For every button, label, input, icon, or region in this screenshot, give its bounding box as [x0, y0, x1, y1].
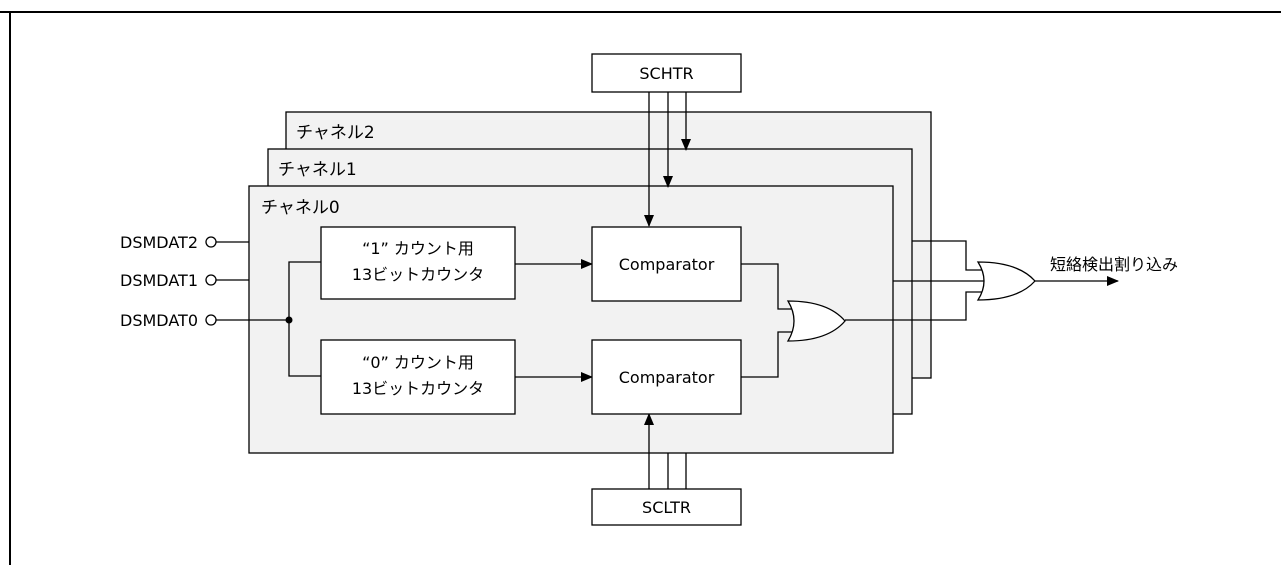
scltr-bus — [644, 413, 687, 489]
comparator-high-label: Comparator — [619, 255, 715, 274]
input-dsmdat0-label: DSMDAT0 — [120, 311, 198, 330]
channel-0-label: チャネル0 — [261, 198, 340, 218]
channel-output-wiring — [845, 240, 990, 321]
counter-0-line1: “0” カウント用 — [362, 353, 474, 372]
input-dsmdat2-label: DSMDAT2 — [120, 233, 198, 252]
counter-1-line1: “1” カウント用 — [362, 239, 474, 258]
counter-1-line2: 13ビットカウンタ — [352, 265, 484, 284]
input-dsmdat2-terminal — [205, 236, 217, 248]
channel-or-gate — [786, 300, 846, 342]
scltr-label: SCLTR — [642, 498, 691, 517]
counter-1-box: “1” カウント用 13ビットカウンタ — [320, 226, 516, 300]
schtr-label: SCHTR — [639, 64, 693, 83]
counter-0-line2: 13ビットカウンタ — [352, 379, 484, 398]
comparator-high: Comparator — [591, 226, 742, 302]
output-or-gate — [976, 261, 1036, 301]
input-dsmdat0: DSMDAT0 — [120, 311, 217, 330]
channel-1-label: チャネル1 — [278, 160, 357, 180]
input-dsmdat1-terminal — [205, 274, 217, 286]
output-label: 短絡検出割り込み — [1050, 255, 1178, 274]
input-dsmdat1: DSMDAT1 — [120, 271, 249, 290]
junction-dot — [285, 316, 293, 324]
input-dsmdat2: DSMDAT2 — [120, 233, 249, 252]
schtr-bus — [644, 92, 691, 227]
comparator-low: Comparator — [591, 339, 742, 415]
comparator-wiring — [741, 263, 796, 378]
counter-0-box: “0” カウント用 13ビットカウンタ — [320, 339, 516, 415]
input-dsmdat1-label: DSMDAT1 — [120, 271, 198, 290]
input-dsmdat0-terminal — [205, 314, 217, 326]
schtr-register: SCHTR — [591, 53, 742, 93]
comparator-low-label: Comparator — [619, 368, 715, 387]
scltr-register: SCLTR — [591, 488, 742, 526]
channel-2-label: チャネル2 — [296, 123, 375, 143]
